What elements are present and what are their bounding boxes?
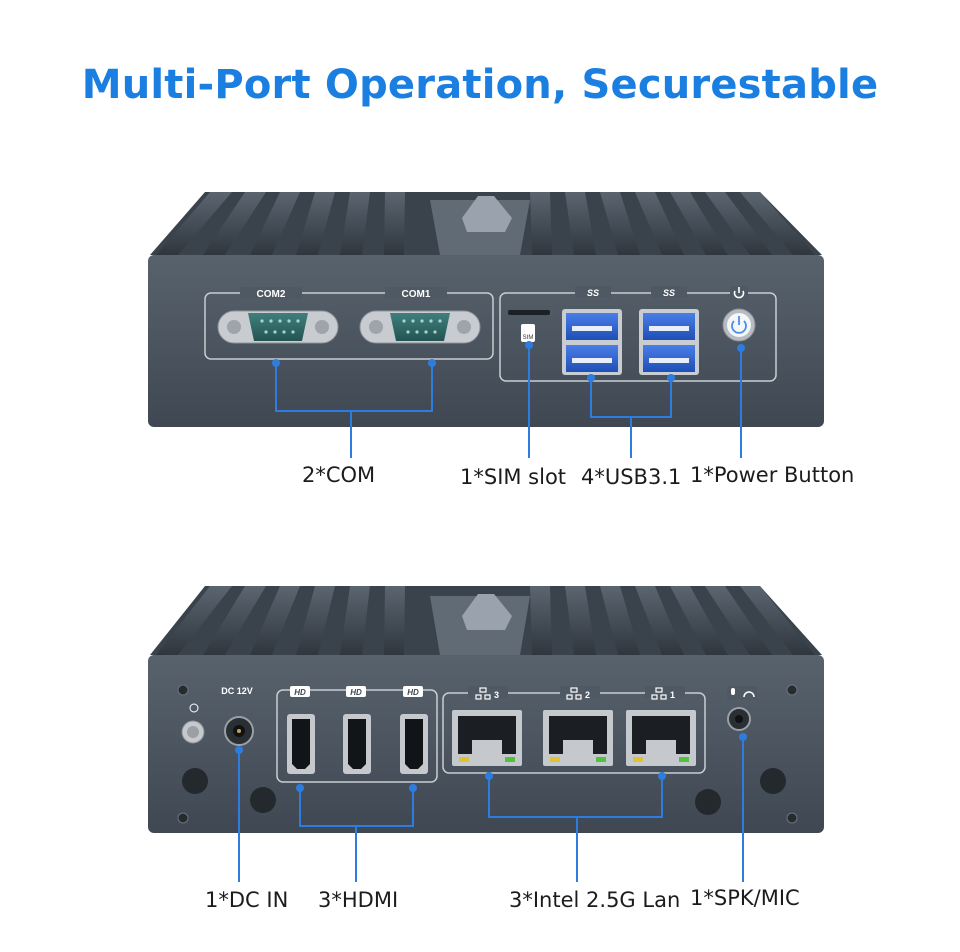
hdmi-logo-3: HD — [407, 688, 419, 697]
com1-port — [359, 310, 481, 344]
lan2-number: 2 — [585, 690, 590, 700]
callout-com: 2*COM — [302, 463, 376, 487]
usb-panel-outline — [499, 292, 777, 382]
front-callout-lines — [272, 341, 745, 458]
rear-callout-lines — [235, 733, 747, 882]
usb-port-group-1 — [562, 309, 622, 375]
lan1-number: 1 — [670, 690, 675, 700]
ground-terminal — [181, 703, 205, 744]
com1-label: COM1 — [402, 289, 431, 300]
usb-port-group-2 — [639, 309, 699, 375]
front-heatsink-fins — [150, 192, 822, 255]
com-panel-outline — [204, 292, 494, 360]
com2-label: COM2 — [257, 289, 286, 300]
dc-label: DC 12V — [221, 686, 253, 696]
callout-spk-mic: 1*SPK/MIC — [690, 886, 800, 910]
callout-usb: 4*USB3.1 — [581, 465, 682, 489]
callout-dc-in: 1*DC IN — [205, 888, 289, 912]
front-unit: COM2 COM1 SIM SS SS — [148, 192, 824, 427]
callout-power-button: 1*Power Button — [690, 463, 855, 487]
usb-logo-2: SS — [663, 288, 675, 298]
callout-sim-slot: 1*SIM slot — [460, 465, 567, 489]
audio-jack — [727, 686, 757, 731]
sim-slot: SIM — [508, 310, 550, 342]
callout-lan: 3*Intel 2.5G Lan — [509, 888, 681, 912]
power-button — [722, 286, 756, 342]
dc-jack — [224, 716, 254, 746]
callout-hdmi: 3*HDMI — [318, 888, 399, 912]
hdmi-logo-1: HD — [294, 688, 306, 697]
lan-ports — [452, 710, 696, 766]
sim-label: SIM — [523, 335, 534, 341]
page-title: Multi-Port Operation, Securestable — [81, 62, 879, 108]
hdmi-ports — [287, 714, 428, 774]
hdmi-logo-2: HD — [350, 688, 362, 697]
rear-unit: DC 12V HD HD HD — [148, 586, 824, 833]
rear-heatsink-fins — [150, 586, 822, 655]
com2-port — [217, 310, 339, 344]
usb-logo-1: SS — [587, 288, 599, 298]
lan3-number: 3 — [494, 690, 499, 700]
